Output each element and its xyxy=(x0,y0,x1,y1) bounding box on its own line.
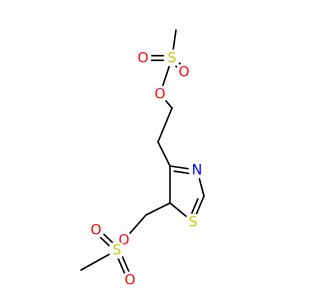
atom-label-o4: O xyxy=(118,233,129,249)
atom-bg-o5 xyxy=(87,221,105,239)
atom-bg-s3 xyxy=(108,241,126,259)
atom-bg-o6 xyxy=(121,271,139,289)
atom-label-o6: O xyxy=(124,273,135,289)
atom-bg-n1 xyxy=(188,161,206,179)
atom-bg-o2 xyxy=(175,63,193,81)
atom-bg-o1 xyxy=(134,49,152,67)
atom-label-s2: S xyxy=(189,215,198,231)
atom-label-o5: O xyxy=(90,223,101,239)
atom-label-s3: S xyxy=(113,243,122,259)
atom-label-n1: N xyxy=(192,163,202,179)
atom-label-o2: O xyxy=(178,65,189,81)
atom-label-o1: O xyxy=(137,51,148,67)
bond-c5-s2-inner xyxy=(190,198,199,217)
atom-bg-s1 xyxy=(163,49,181,67)
atom-bg-o3 xyxy=(151,85,169,103)
bond-c6-c7 xyxy=(145,202,171,216)
bond-c2-c3 xyxy=(157,107,173,143)
atom-label-o3: O xyxy=(154,87,165,103)
atom-label-s1: S xyxy=(168,51,177,67)
bond-c4-n1-inner xyxy=(173,170,193,175)
bond-c3-c4 xyxy=(157,141,171,167)
atom-bg-s2 xyxy=(184,213,202,231)
